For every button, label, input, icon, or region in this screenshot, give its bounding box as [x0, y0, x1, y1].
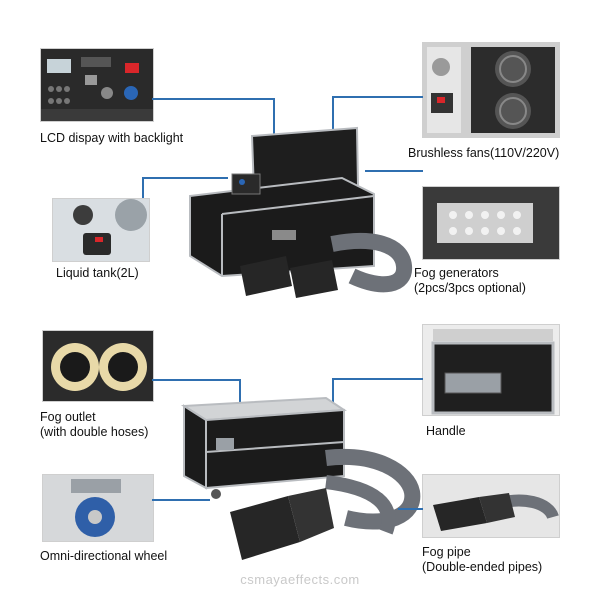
- pipe-connector: [398, 508, 423, 510]
- fans-connector-drop: [332, 96, 334, 138]
- fans-connector: [333, 96, 423, 98]
- tank-connector-h: [142, 177, 228, 179]
- outlet-connector-drop: [239, 379, 241, 407]
- handle-thumbnail: [422, 324, 560, 416]
- fog-machine-top-image: [182, 126, 418, 308]
- watermark: csmayaeffects.com: [240, 572, 360, 587]
- tank-label: Liquid tank(2L): [56, 266, 139, 280]
- wheel-connector: [152, 499, 210, 501]
- outlet-connector: [152, 379, 240, 381]
- generators-sublabel: (2pcs/3pcs optional): [414, 281, 526, 295]
- wheel-thumbnail: [42, 474, 154, 542]
- lcd-display-thumbnail: [40, 48, 154, 122]
- handle-connector-drop: [332, 378, 334, 412]
- fog-machine-bottom-image: [176, 392, 426, 570]
- outlet-label: Fog outlet: [40, 410, 96, 424]
- outlet-thumbnail: [42, 330, 154, 402]
- outlet-sublabel: (with double hoses): [40, 425, 149, 439]
- lcd-connector-drop: [273, 98, 275, 134]
- wheel-label: Omni-directional wheel: [40, 549, 168, 563]
- lcd-label: LCD dispay with backlight: [40, 131, 184, 145]
- pipe-sublabel: (Double-ended pipes): [422, 560, 543, 574]
- generators-thumbnail: [422, 186, 560, 260]
- pipe-thumbnail: [422, 474, 560, 538]
- pipe-label: Fog pipe: [422, 545, 471, 559]
- fans-thumbnail: [422, 42, 560, 138]
- generators-connector: [365, 170, 423, 172]
- generators-label: Fog generators: [414, 266, 499, 280]
- handle-connector: [332, 378, 423, 380]
- fans-label: Brushless fans(110V/220V): [408, 146, 560, 160]
- handle-label: Handle: [426, 424, 466, 438]
- tank-connector: [142, 178, 144, 198]
- tank-thumbnail: [52, 198, 150, 262]
- lcd-connector: [152, 98, 274, 100]
